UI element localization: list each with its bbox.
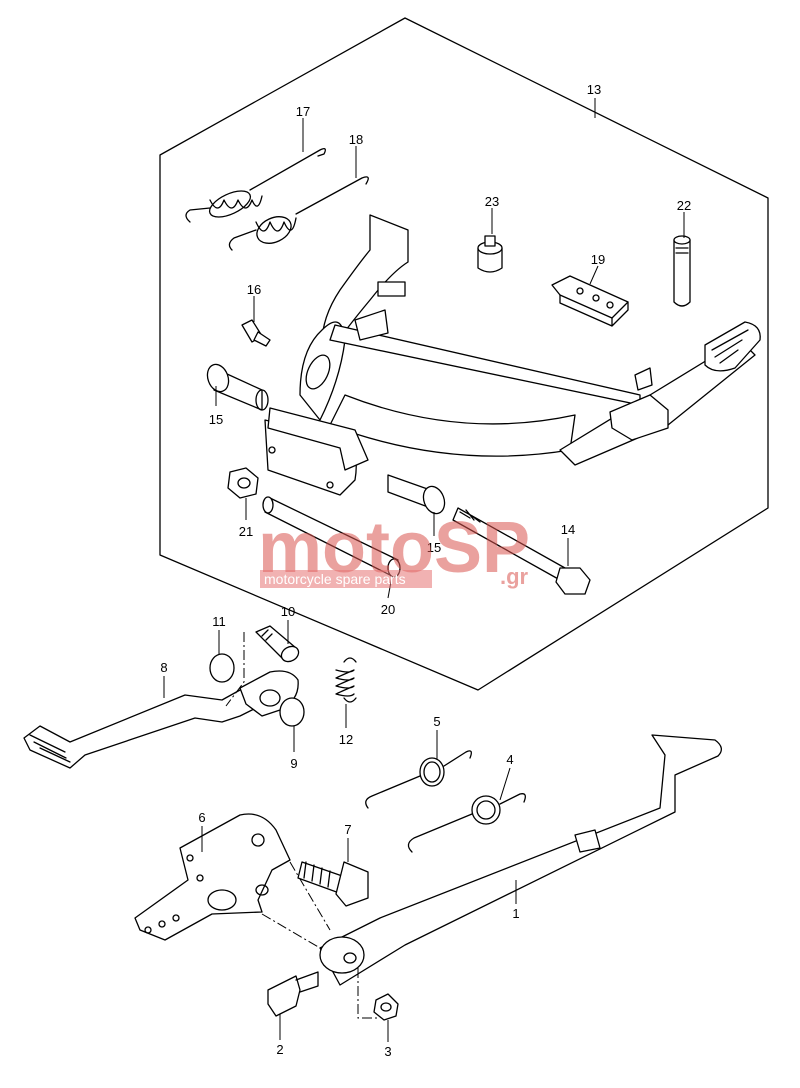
watermark: motoSP .gr motorcycle spare parts: [258, 508, 530, 589]
callout-6: 6: [198, 810, 205, 825]
callout-2: 2: [276, 1042, 283, 1057]
bracket-link-line: [261, 861, 331, 949]
center-stand: [264, 214, 761, 496]
bolt-10: [255, 625, 300, 663]
brake-pedal-8: [23, 670, 299, 769]
nut-21: [227, 467, 259, 499]
watermark-domain: .gr: [500, 564, 529, 589]
callout-15-upper: 15: [209, 412, 223, 427]
nut-link-line: [357, 968, 378, 1019]
callout-18: 18: [349, 132, 363, 147]
watermark-tag-bar: [260, 570, 432, 588]
bolt-7: [297, 861, 369, 907]
callout-17: 17: [296, 104, 310, 119]
callout-12: 12: [339, 732, 353, 747]
nipple-16: [241, 319, 271, 347]
callout-13: 13: [587, 82, 601, 97]
callout-7: 7: [344, 822, 351, 837]
bolt-2: [267, 971, 319, 1017]
collar-15-upper: [206, 363, 269, 411]
pedal-link-line: [225, 632, 245, 707]
callout-16: 16: [247, 282, 261, 297]
callout-11: 11: [212, 614, 226, 629]
callout-20: 20: [381, 602, 395, 617]
assembly-13-outline: [159, 17, 769, 691]
callout-1: 1: [512, 906, 519, 921]
callout-4: 4: [506, 752, 513, 767]
bolt-14: [452, 507, 591, 595]
callout-10: 10: [281, 604, 295, 619]
callout-14: 14: [561, 522, 575, 537]
callout-22: 22: [677, 198, 691, 213]
callout-9: 9: [290, 756, 297, 771]
washer-9: [279, 697, 305, 727]
callout-8: 8: [160, 660, 167, 675]
collar-15-lower: [387, 474, 446, 515]
callout-21: 21: [239, 524, 253, 539]
circlip-11: [209, 653, 235, 683]
spring-12: [335, 657, 357, 703]
bracket-6: [134, 813, 291, 941]
spring-5: [365, 750, 472, 809]
callout-5: 5: [433, 714, 440, 729]
leader-lines: [163, 98, 685, 1042]
callout-3: 3: [384, 1044, 391, 1059]
side-stand-1: [319, 734, 722, 986]
spring-18: [228, 176, 369, 251]
shaft-20: [262, 496, 401, 578]
callouts: 13 17 18 23 22 19 16 15 21 15 14 20 11 1…: [160, 82, 691, 1059]
bushing-23: [477, 235, 503, 273]
callout-23: 23: [485, 194, 499, 209]
spring-17: [185, 148, 326, 223]
callout-15-lower: 15: [427, 540, 441, 555]
pin-22: [673, 235, 691, 307]
nut-3: [373, 993, 399, 1021]
stopper-19: [551, 275, 629, 327]
spring-4: [407, 793, 526, 853]
callout-19: 19: [591, 252, 605, 267]
watermark-tagline: motorcycle spare parts: [264, 571, 406, 587]
